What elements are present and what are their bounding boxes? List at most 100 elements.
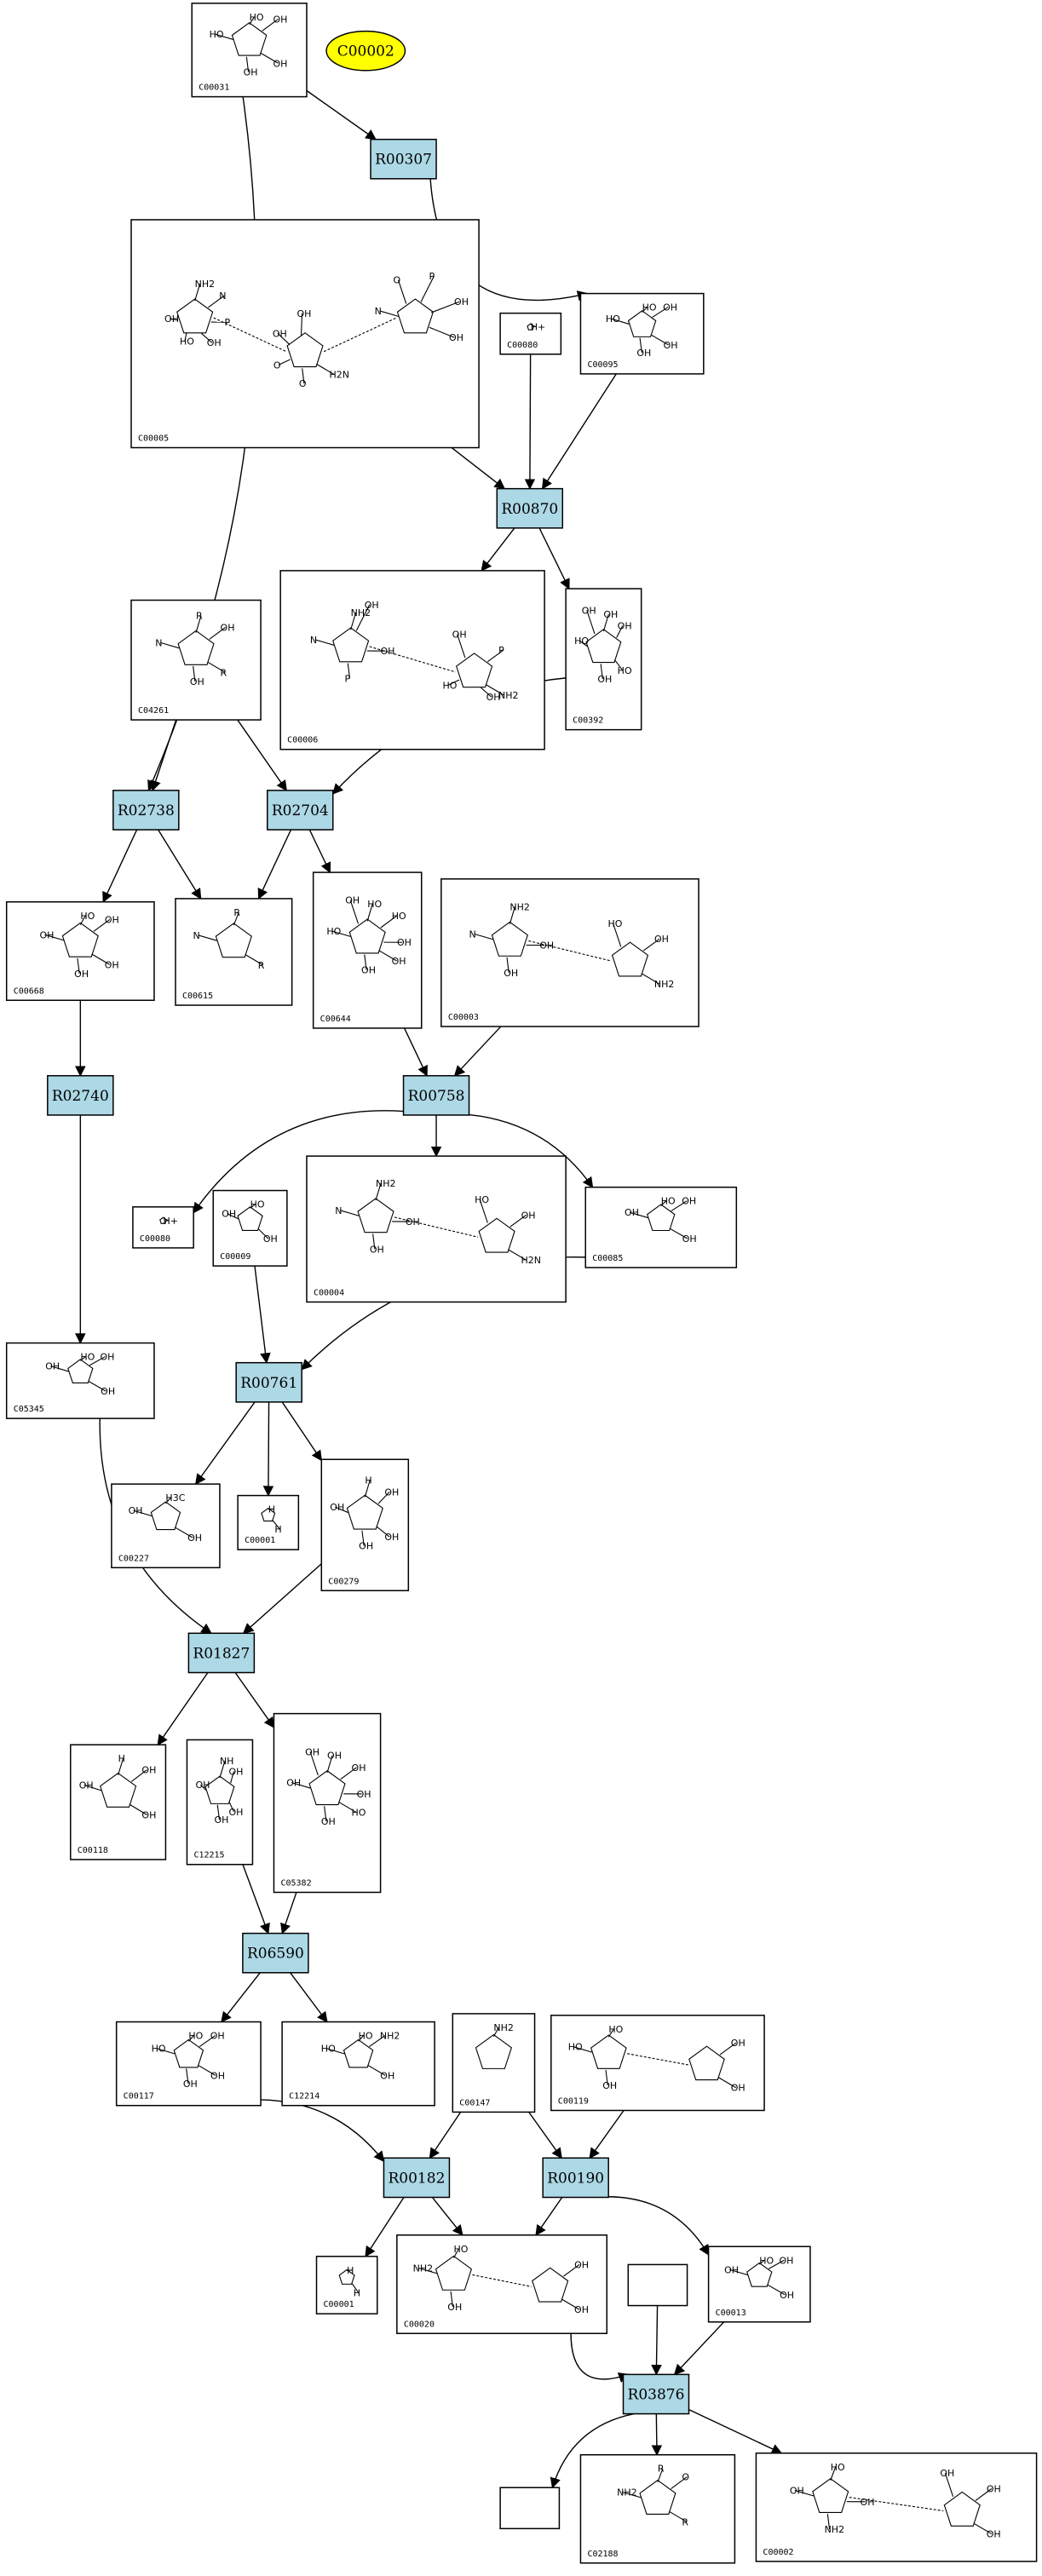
- compound-box: [315, 2256, 378, 2314]
- bond: [93, 918, 111, 932]
- reaction-node[interactable]: R00190: [542, 2157, 609, 2199]
- highlight-node[interactable]: C00002: [325, 30, 406, 72]
- reaction-node[interactable]: R00307: [370, 138, 437, 180]
- ring-bond: [237, 1206, 263, 1232]
- atom-label: OH: [195, 1780, 210, 1791]
- pathway-edge: [308, 829, 331, 874]
- bond: [506, 957, 509, 973]
- bond: [768, 2259, 785, 2269]
- ring-bond: [475, 2033, 512, 2069]
- atom-label: P: [225, 317, 231, 328]
- reaction-node[interactable]: R00182: [383, 2157, 451, 2199]
- bond: [227, 1213, 239, 1220]
- bond: [88, 1380, 107, 1392]
- pathway-edge: [469, 1113, 594, 1188]
- compound-node[interactable]: [627, 2263, 688, 2307]
- atom-label: R: [233, 907, 240, 918]
- pathway-edge: [451, 446, 506, 490]
- atom-label: HO: [831, 2462, 845, 2473]
- bond: [163, 1217, 169, 1222]
- atom-label: N: [335, 1205, 342, 1216]
- reaction-node[interactable]: R00761: [235, 1361, 302, 1403]
- atom-label: OH: [210, 2070, 225, 2081]
- reaction-node[interactable]: R02704: [267, 790, 334, 831]
- reaction-node[interactable]: R02740: [47, 1075, 114, 1116]
- pathway-edge: [538, 527, 570, 590]
- compound-box: [191, 3, 308, 98]
- reaction-node[interactable]: R03876: [622, 2373, 690, 2415]
- reaction-node[interactable]: R00758: [402, 1075, 470, 1116]
- atom-label: OH: [345, 895, 360, 906]
- reaction-box: [112, 790, 180, 831]
- ring-bond: [590, 2034, 627, 2069]
- atom-label: OH: [724, 2264, 739, 2275]
- reaction-node[interactable]: R00870: [496, 487, 564, 529]
- bond: [175, 1527, 193, 1538]
- bond: [509, 906, 515, 924]
- reaction-node[interactable]: R02738: [112, 790, 180, 831]
- bond: [431, 301, 460, 313]
- compound-box: [396, 2234, 607, 2335]
- compound-id: C00117: [124, 2092, 154, 2102]
- bond: [186, 2068, 189, 2084]
- reaction-node[interactable]: R01827: [187, 1632, 256, 1674]
- bond: [642, 938, 660, 952]
- compound-box: [111, 1483, 221, 1569]
- compound-node[interactable]: [499, 2487, 561, 2530]
- compound-box: [320, 1458, 410, 1591]
- compound-box: [312, 871, 423, 1029]
- bond: [278, 359, 291, 365]
- atom-label: OH: [101, 1352, 115, 1363]
- bond: [616, 625, 624, 638]
- reaction-node[interactable]: R06590: [242, 1932, 309, 1974]
- bond: [200, 1784, 207, 1791]
- ring-bond: [532, 2267, 569, 2303]
- atom-label: HO: [321, 2044, 336, 2055]
- compound-id: C00279: [328, 1577, 359, 1586]
- ring-bond: [627, 310, 657, 337]
- atom-label: OH: [74, 969, 89, 980]
- atom-label: OH: [305, 1746, 320, 1757]
- compound-id: C00006: [287, 736, 318, 745]
- atom-label: HO: [326, 926, 341, 937]
- compound-node[interactable]: H+C00080: [132, 1206, 194, 1249]
- compound-box: [279, 570, 545, 750]
- atom-label: H: [354, 2287, 360, 2298]
- atom-label: O: [273, 359, 281, 371]
- atom-label: OH: [486, 692, 501, 703]
- compound-node[interactable]: H+C00080: [499, 312, 562, 355]
- atom-label: O: [682, 2472, 689, 2483]
- bond: [508, 1249, 527, 1261]
- reaction-label: R00190: [547, 2170, 604, 2187]
- ring-bond: [215, 923, 252, 958]
